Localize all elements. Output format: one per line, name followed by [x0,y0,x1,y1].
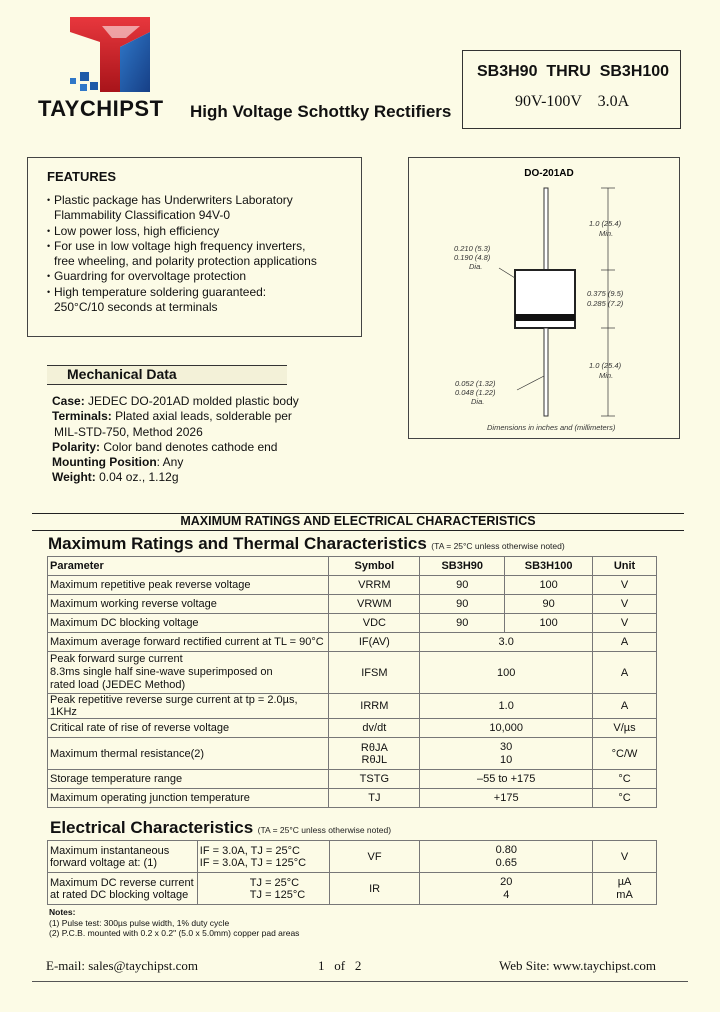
ratings-section-title: MAXIMUM RATINGS AND ELECTRICAL CHARACTER… [180,514,536,528]
ratings-section-bar [32,513,684,531]
table-row: Maximum DC reverse current at rated DC b… [47,872,657,905]
feature-item: Plastic package has Underwriters Laborat… [47,193,316,224]
lead-length-min: Min. [599,229,613,238]
table-row: Maximum thermal resistance(2) RθJA RθJL … [46,737,657,770]
dia-label: Dia. [469,262,482,271]
features-box [27,157,362,337]
lead-length-min-bottom: Min. [599,371,613,380]
svg-text:0.190 (4.8): 0.190 (4.8) [454,253,491,262]
dimensions-note: Dimensions in inches and (millimeters) [487,423,616,432]
max-ratings-heading: Maximum Ratings and Thermal Characterist… [48,534,565,553]
table-row: Peak forward surge current 8.3ms single … [46,651,657,694]
notes: Notes: (1) Pulse test: 300µs pulse width… [49,907,300,938]
svg-text:0.048 (1.22): 0.048 (1.22) [455,388,496,397]
table-row: Peak repetitive reverse surge current at… [46,693,657,719]
voltage-current-rating: 90V-100V 3.0A [515,93,630,110]
features-title: FEATURES [47,169,117,184]
features-list: Plastic package has Underwriters Laborat… [47,193,347,315]
max-ratings-table: Parameter Symbol SB3H90 SB3H100 Unit Max… [46,556,657,808]
svg-text:0.052 (1.32): 0.052 (1.32) [455,379,496,388]
company-logo [40,12,180,122]
footer-divider [32,981,688,982]
feature-item: For use in low voltage high frequency in… [47,239,329,270]
part-number-box: SB3H90 THRU SB3H100 90V-100V 3.0A [462,50,681,129]
feature-item: High temperature soldering guaranteed: 2… [47,285,304,316]
part-number: SB3H90 THRU SB3H100 [477,63,670,80]
page-number: 1 of 2 [318,958,362,973]
table-row: Maximum repetitive peak reverse voltage … [46,575,657,595]
footer-email[interactable]: E-mail: sales@taychipst.com [46,958,199,973]
footer-website[interactable]: Web Site: www.taychipst.com [499,958,656,973]
svg-text:0.210 (5.3): 0.210 (5.3) [454,244,491,253]
lead-length-bottom: 1.0 (25.4) [589,361,622,370]
feature-item: Guardring for overvoltage protection [47,269,347,285]
table-row: Maximum working reverse voltage VRWM 90 … [46,594,657,614]
table-row: Critical rate of rise of reverse voltage… [46,718,657,738]
mechanical-title: Mechanical Data [67,366,177,382]
electrical-table: Maximum instantaneous forward voltage at… [47,840,657,905]
document-subtitle: High Voltage Schottky Rectifiers [190,102,452,121]
package-drawing-box: DO-201AD 1.0 (25.4) Min. 0.210 (5.3) 0.1… [408,157,680,439]
table-row: Maximum average forward rectified curren… [46,632,657,652]
table-row: Maximum DC blocking voltage VDC 90 100 V [46,613,657,633]
cathode-band [515,314,575,321]
mechanical-data: Case: JEDEC DO-201AD molded plastic body… [52,394,299,485]
table-row: Maximum instantaneous forward voltage at… [47,840,657,873]
mechanical-header-bar [47,365,287,385]
table-row: Maximum operating junction temperature T… [46,788,657,808]
lead-length-top: 1.0 (25.4) [589,219,622,228]
electrical-heading: Electrical Characteristics (TA = 25°C un… [50,818,392,837]
dia-label-lead: Dia. [471,397,484,406]
feature-item: Low power loss, high efficiency [47,224,347,240]
svg-text:0.285 (7.2): 0.285 (7.2) [587,299,624,308]
brand-name: TAYCHIPST [38,96,164,121]
table-row: Storage temperature range TSTG –55 to +1… [46,769,657,789]
package-name: DO-201AD [524,168,573,179]
svg-text:0.375 (9.5): 0.375 (9.5) [587,289,624,298]
